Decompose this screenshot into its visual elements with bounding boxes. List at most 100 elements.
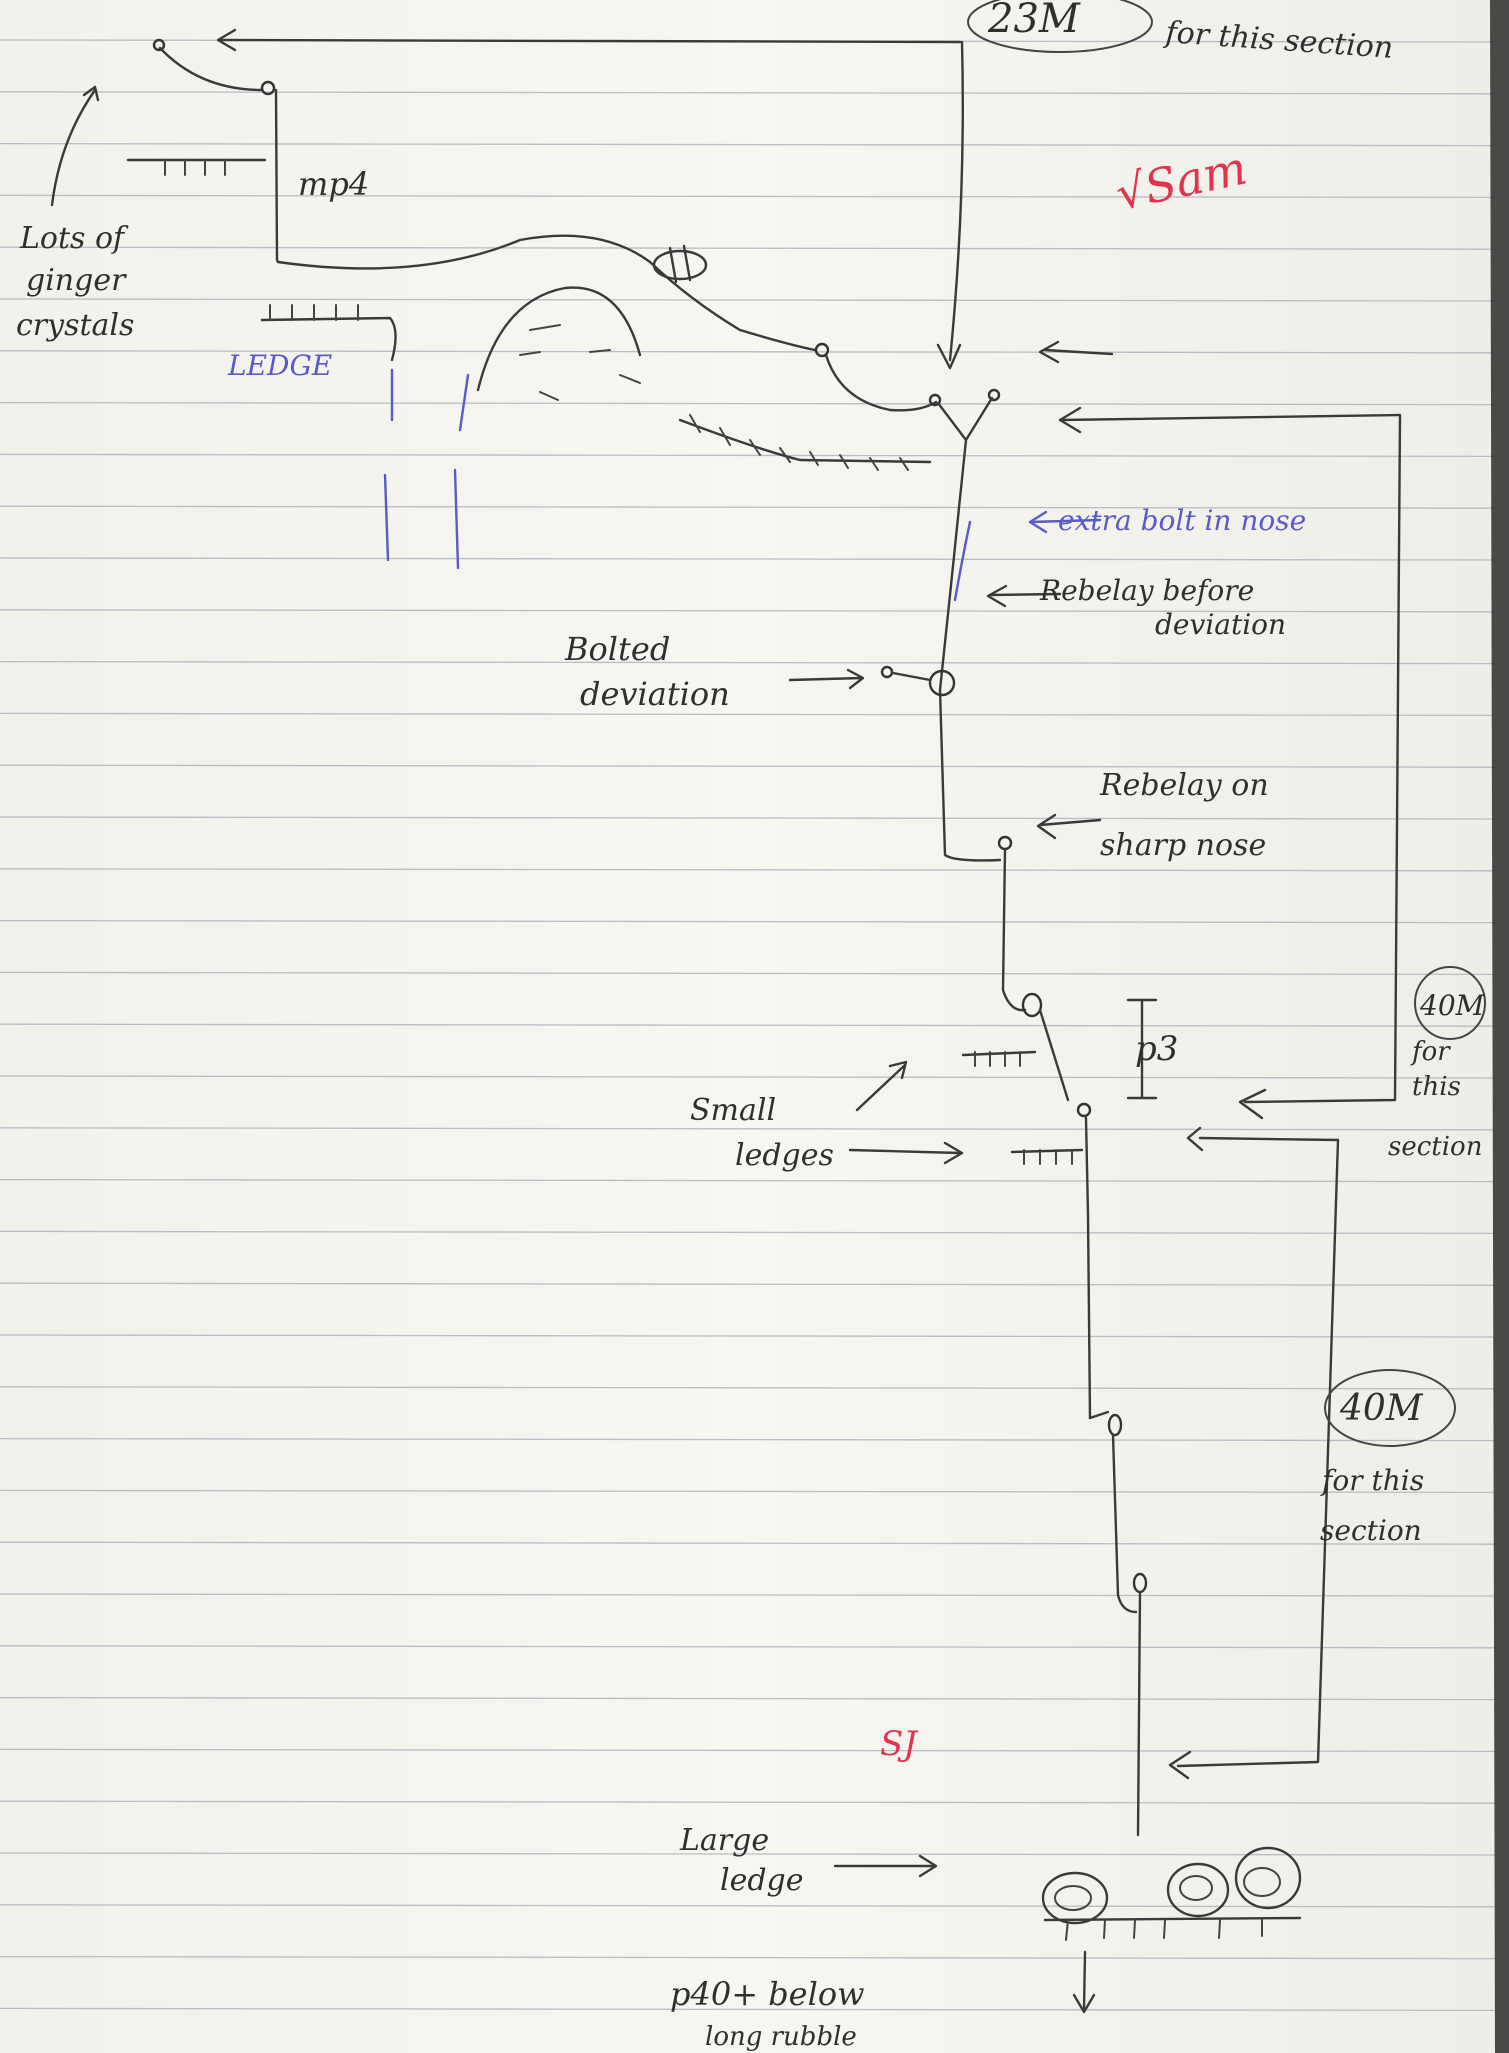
mid-note-line-2: this bbox=[1412, 1072, 1461, 1102]
large-ledge-label: Large ledge bbox=[679, 1823, 804, 1898]
arrow-up-icon bbox=[82, 85, 100, 102]
ruled-line bbox=[0, 1593, 1496, 1597]
ruled-line bbox=[0, 1955, 1496, 1960]
arrow-right-icon bbox=[846, 668, 865, 690]
bolt-icon bbox=[1021, 992, 1043, 1018]
rebelay-before-line-2: deviation bbox=[1155, 608, 1286, 641]
ruled-line bbox=[0, 1748, 1496, 1753]
low-note-line-1: for this bbox=[1320, 1464, 1424, 1497]
ruled-line bbox=[0, 1386, 1496, 1390]
ruled-line bbox=[0, 2007, 1496, 2012]
bolt-icon bbox=[1132, 1572, 1148, 1594]
bolt-icon bbox=[997, 835, 1013, 851]
page-ref-line-1: p40+ below bbox=[670, 1975, 865, 2013]
ruled-line bbox=[0, 1852, 1496, 1856]
pitch-3-bracket bbox=[1126, 998, 1158, 1100]
section-note-top: for this section bbox=[1162, 15, 1394, 66]
ruled-line bbox=[0, 298, 1496, 302]
lower-descent bbox=[1084, 1116, 1092, 1420]
rope-drop-line bbox=[948, 40, 964, 362]
pointer-line bbox=[855, 1063, 907, 1112]
bolt-icon bbox=[987, 388, 1001, 402]
arrow-left-icon bbox=[1168, 1750, 1192, 1780]
arrow-down-icon bbox=[936, 343, 962, 370]
ledge-drop-marker bbox=[383, 368, 394, 562]
ruled-line bbox=[0, 1645, 1496, 1649]
ruled-line bbox=[0, 505, 1496, 509]
section-length-mid: 40M bbox=[1419, 989, 1486, 1022]
deviation-ring-icon bbox=[928, 669, 956, 697]
top-traverse-line bbox=[218, 38, 962, 44]
pitch-4-drop bbox=[274, 88, 280, 264]
ruled-line bbox=[0, 1800, 1496, 1804]
arrow-left-icon bbox=[1028, 510, 1048, 534]
small-ledges-line-2: ledges bbox=[735, 1138, 834, 1173]
arrow-left-icon bbox=[986, 584, 1008, 608]
section-note-low: for this section bbox=[1320, 1464, 1433, 1547]
large-ledge-line bbox=[1043, 1916, 1302, 1922]
arrow-icon bbox=[888, 1060, 908, 1080]
arrow-left-icon bbox=[216, 28, 237, 52]
bolted-deviation-label: Bolted deviation bbox=[564, 630, 730, 713]
small-ledge-hatch bbox=[1023, 1149, 1073, 1165]
deviation-loop bbox=[652, 249, 708, 281]
section-note-mid: for this section bbox=[1388, 1037, 1482, 1162]
section-oval bbox=[1414, 966, 1486, 1040]
ruled-line bbox=[0, 1282, 1496, 1286]
pointer-line bbox=[1028, 518, 1102, 524]
ruled-line bbox=[0, 1696, 1496, 1701]
ruled-line bbox=[0, 919, 1496, 924]
small-ledge-line bbox=[961, 1050, 1037, 1057]
pitch-3-label: p3 bbox=[1135, 1029, 1178, 1069]
pointer-line bbox=[988, 592, 1062, 597]
pitch-4-label: mp4 bbox=[298, 165, 369, 203]
pointer-line bbox=[1082, 1950, 1087, 2012]
section-bracket-40m bbox=[1058, 413, 1402, 1104]
arrow-left-icon bbox=[1038, 340, 1060, 364]
boulder-icon bbox=[1041, 1871, 1109, 1925]
bolted-line-2: deviation bbox=[580, 675, 730, 713]
arrow-right-icon bbox=[943, 1141, 964, 1165]
large-ledge-hatch bbox=[1065, 1919, 1263, 1941]
ruled-line bbox=[0, 557, 1496, 561]
ledge-formations bbox=[50, 0, 1486, 2014]
ledge-drop-marker bbox=[453, 373, 470, 570]
rebelay-sharp-label: Rebelay on sharp nose bbox=[1099, 768, 1278, 863]
arrow-left-icon bbox=[1186, 1126, 1204, 1152]
page-ref-label: p40+ below long rubble bbox=[670, 1975, 875, 2052]
arrow-down-icon bbox=[1072, 1993, 1096, 2014]
rope-route bbox=[152, 28, 1402, 1837]
ruled-line bbox=[0, 350, 1496, 354]
rope-segment bbox=[1038, 1008, 1070, 1102]
checked-mark: √Sam bbox=[1111, 141, 1251, 221]
main-descent bbox=[938, 438, 1002, 862]
initials-label: SJ bbox=[880, 1724, 919, 1764]
ruled-line bbox=[0, 91, 1496, 95]
rope-segment bbox=[1088, 1410, 1110, 1420]
ruled-line bbox=[0, 401, 1496, 406]
ledge-hatch bbox=[269, 304, 359, 321]
ruled-line bbox=[0, 1075, 1496, 1079]
pointer-line bbox=[50, 88, 97, 207]
ruled-line bbox=[0, 1334, 1496, 1338]
bolt-icon bbox=[928, 393, 942, 407]
ruled-line bbox=[0, 1127, 1496, 1131]
boulder-icon bbox=[1243, 1867, 1281, 1897]
small-ledges-label: Small ledges bbox=[690, 1093, 834, 1173]
ruled-line bbox=[0, 868, 1496, 872]
bolt-icon bbox=[260, 80, 276, 96]
pointer-line bbox=[1038, 818, 1102, 827]
deviation-strap bbox=[891, 671, 932, 682]
large-ledge-line-2: ledge bbox=[720, 1863, 804, 1898]
low-note-line-2: section bbox=[1320, 1514, 1422, 1547]
pointer-line bbox=[848, 1148, 962, 1155]
small-ledges-line-1: Small bbox=[690, 1093, 776, 1128]
ledge-outline bbox=[260, 316, 397, 362]
mid-note-line-3: section bbox=[1388, 1132, 1482, 1162]
ginger-line-1: Lots of bbox=[19, 221, 129, 256]
arrow-left-icon bbox=[1238, 1088, 1267, 1120]
mid-note-line-1: for bbox=[1410, 1037, 1451, 1067]
rope-segment bbox=[824, 353, 938, 412]
boulder-icon bbox=[1166, 1862, 1230, 1918]
